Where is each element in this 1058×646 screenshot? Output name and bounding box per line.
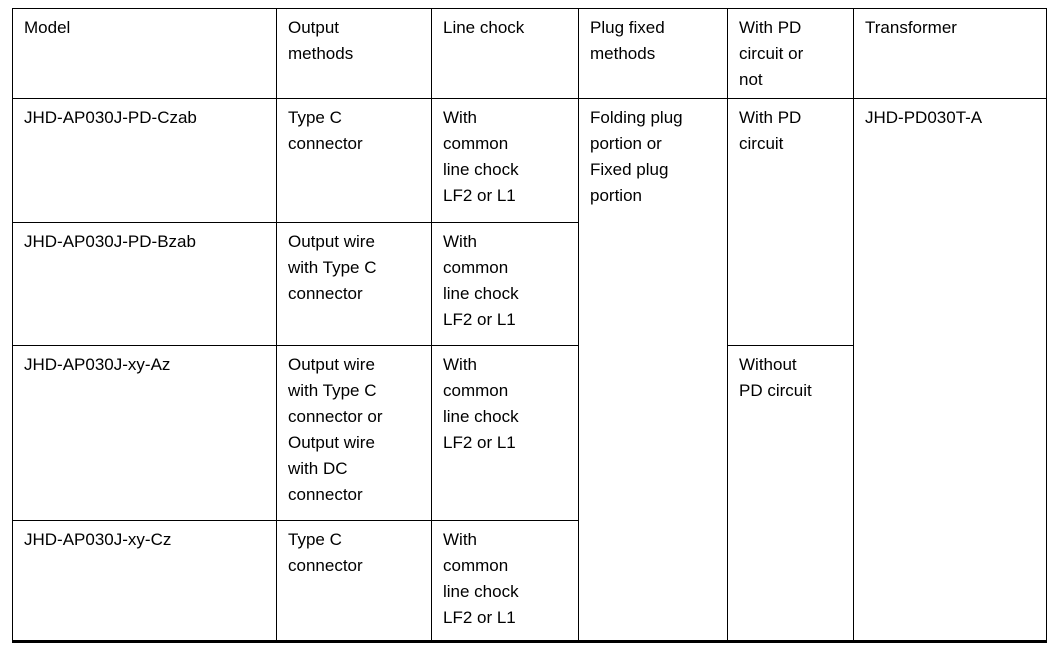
- cell-line-chock: With common line chock LF2 or L1: [431, 222, 579, 347]
- cell-pd-circuit-with: With PD circuit: [727, 98, 854, 347]
- cell-pd-circuit-without: Without PD circuit: [727, 345, 854, 643]
- cell-output-methods: Type C connector: [276, 98, 432, 224]
- cell-model: JHD-AP030J-PD-Czab: [12, 98, 277, 224]
- table-row: JHD-AP030J-xy-Cz Type C connector With c…: [12, 520, 1047, 643]
- cell-model: JHD-AP030J-xy-Az: [12, 345, 277, 522]
- cell-line-chock: With common line chock LF2 or L1: [431, 98, 579, 224]
- cell-model: JHD-AP030J-PD-Bzab: [12, 222, 277, 347]
- cell-output-methods: Output wire with Type C connector or Out…: [276, 345, 432, 522]
- column-header-line-chock: Line chock: [431, 7, 579, 100]
- cell-model: JHD-AP030J-xy-Cz: [12, 520, 277, 643]
- cell-output-methods: Output wire with Type C connector: [276, 222, 432, 347]
- cell-plug-fixed-methods-merged: Folding plug portion or Fixed plug porti…: [578, 98, 728, 643]
- column-header-transformer: Transformer: [853, 7, 1047, 100]
- column-header-plug-fixed-methods: Plug fixed methods: [578, 7, 728, 100]
- cell-line-chock: With common line chock LF2 or L1: [431, 520, 579, 643]
- table-row: JHD-AP030J-xy-Az Output wire with Type C…: [12, 345, 1047, 643]
- cell-output-methods: Type C connector: [276, 520, 432, 643]
- specification-table-container: Model Output methods Line chock Plug fix…: [12, 7, 1047, 644]
- table-header-row: Model Output methods Line chock Plug fix…: [12, 7, 1047, 100]
- specification-table: Model Output methods Line chock Plug fix…: [12, 7, 1047, 644]
- column-header-pd-circuit: With PD circuit or not: [727, 7, 854, 100]
- cell-line-chock: With common line chock LF2 or L1: [431, 345, 579, 522]
- column-header-output-methods: Output methods: [276, 7, 432, 100]
- table-row: JHD-AP030J-PD-Bzab Output wire with Type…: [12, 222, 1047, 347]
- column-header-model: Model: [12, 7, 277, 100]
- table-row: JHD-AP030J-PD-Czab Type C connector With…: [12, 98, 1047, 643]
- cell-transformer-merged: JHD-PD030T-A: [853, 98, 1047, 643]
